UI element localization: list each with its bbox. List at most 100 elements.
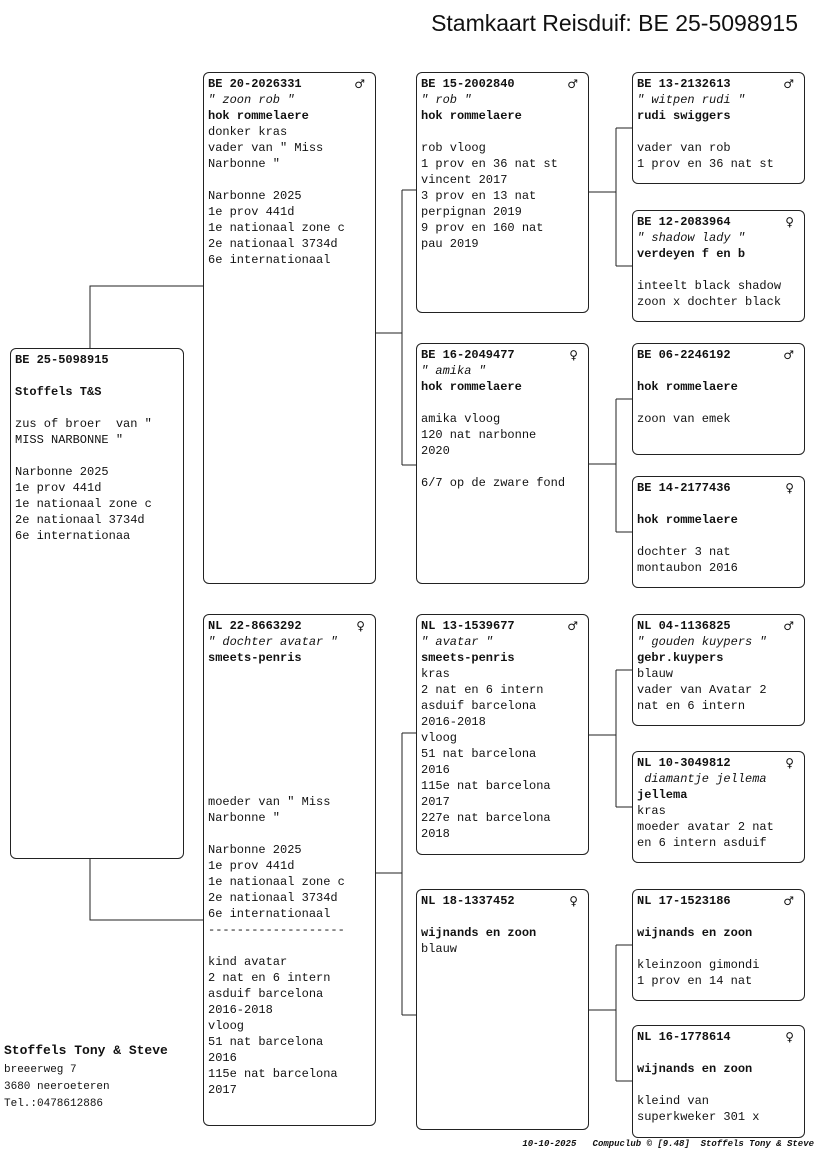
pigeon-card: BE 13-2132613 ♂ " witpen rudi " rudi swigge… — [632, 72, 805, 184]
pigeon-info-line: " witpen rudi " — [637, 93, 746, 107]
ring-number: BE 25-5098915 — [15, 353, 109, 367]
pigeon-info-line: gebr.kuypers — [637, 651, 724, 665]
pigeon-info-line: superkweker 301 x — [637, 1110, 760, 1124]
pigeon-info-line: ------------------- — [208, 923, 345, 937]
pigeon-info-line — [421, 459, 584, 475]
pigeon-info-line: amika vloog — [421, 412, 501, 426]
pigeon-info-line — [208, 698, 371, 714]
pigeon-info-line: Narbonne 2025 — [15, 465, 109, 479]
pigeon-info-line — [637, 941, 800, 957]
pigeon-info-line: 2e nationaal 3734d — [15, 513, 145, 527]
pigeon-info-line — [208, 778, 371, 794]
pigeon-info-line: 2018 — [421, 827, 450, 841]
pigeon-info-line: vincent 2017 — [421, 173, 508, 187]
pigeon-info-line: 6e internationaal — [208, 907, 331, 921]
pigeon-info-line — [208, 714, 371, 730]
female-icon: ♀ — [569, 894, 578, 908]
pigeon-info-line: hok rommelaere — [421, 380, 522, 394]
pigeon-info-line: rob vloog — [421, 141, 486, 155]
pigeon-info-line — [637, 909, 800, 925]
pigeon-info-line: rudi swiggers — [637, 109, 731, 123]
male-icon: ♂ — [783, 619, 794, 633]
footer: 10-10-2025 Compuclub © [9.48] Stoffels T… — [522, 1139, 814, 1149]
pigeon-info-line: vader van " Miss — [208, 141, 324, 155]
pigeon-info-line: " amika " — [421, 364, 486, 378]
pigeon-info-line: montaubon 2016 — [637, 561, 738, 575]
pigeon-info-line: hok rommelaere — [637, 380, 738, 394]
pigeon-info-line — [637, 496, 800, 512]
pigeon-info-line: vader van rob — [637, 141, 731, 155]
ring-number: BE 13-2132613 — [637, 77, 731, 91]
pigeon-info-line — [421, 124, 584, 140]
female-icon: ♀ — [785, 481, 794, 495]
pigeon-info-line: MISS NARBONNE " — [15, 433, 124, 447]
female-icon: ♀ — [785, 215, 794, 229]
pigeon-card: BE 12-2083964♀" shadow lady "verdeyen f … — [632, 210, 805, 322]
pigeon-info-line: Stoffels T&S — [15, 385, 102, 399]
pigeon-info-line: en 6 intern asduif — [637, 836, 767, 850]
ring-number: NL 16-1778614 — [637, 1030, 731, 1044]
pigeon-info-line — [637, 124, 800, 140]
pigeon-info-line — [208, 762, 371, 778]
ring-number: BE 12-2083964 — [637, 215, 731, 229]
male-icon: ♂ — [567, 77, 578, 91]
pigeon-card: NL 04-1136825♂" gouden kuypers "gebr.kuy… — [632, 614, 805, 726]
ring-number: NL 22-8663292 — [208, 619, 302, 633]
pigeon-info-line: 51 nat barcelona — [421, 747, 537, 761]
pigeon-info-line: 2016 — [208, 1051, 237, 1065]
pigeon-info-line: 115e nat barcelona — [208, 1067, 338, 1081]
page-title: Stamkaart Reisduif: BE 25-5098915 — [431, 10, 798, 36]
pigeon-info-line: perpignan 2019 — [421, 205, 522, 219]
pigeon-info-line — [637, 363, 800, 379]
pigeon-info-line — [637, 395, 800, 411]
pigeon-info-line: " dochter avatar " — [208, 635, 338, 649]
pigeon-info-line: verdeyen f en b — [637, 247, 746, 261]
pigeon-info-line — [208, 746, 371, 762]
pigeon-info-line: 2 nat en 6 intern — [208, 971, 331, 985]
pigeon-info-line: dochter 3 nat — [637, 545, 731, 559]
pigeon-info-line: 1e prov 441d — [15, 481, 102, 495]
pigeon-info-line — [637, 1045, 800, 1061]
pigeon-info-line: wijnands en zoon — [637, 1062, 753, 1076]
pigeon-info-line — [208, 682, 371, 698]
pigeon-info-line: 120 nat narbonne — [421, 428, 537, 442]
pigeon-info-line — [208, 938, 371, 954]
ring-number: NL 13-1539677 — [421, 619, 515, 633]
pigeon-info-line: 227e nat barcelona — [421, 811, 551, 825]
pigeon-info-line: " gouden kuypers " — [637, 635, 767, 649]
pigeon-info-line: 3 prov en 13 nat — [421, 189, 537, 203]
female-icon: ♀ — [569, 348, 578, 362]
pigeon-info-line: 6e internationaal — [208, 253, 331, 267]
pigeon-info-line: 6e internationaa — [15, 529, 131, 543]
pigeon-info-line: Narbonne 2025 — [208, 843, 302, 857]
pigeon-info-line: asduif barcelona — [208, 987, 324, 1001]
pigeon-info-line: hok rommelaere — [637, 513, 738, 527]
pigeon-info-line — [15, 368, 179, 384]
pigeon-info-line — [637, 528, 800, 544]
pigeon-info-line: 6/7 op de zware fond — [421, 476, 566, 490]
ring-number: BE 20-2026331 — [208, 77, 302, 91]
male-icon: ♂ — [783, 77, 794, 91]
pigeon-info-line: hok rommelaere — [421, 109, 522, 123]
pigeon-info-line: kras — [421, 667, 450, 681]
pigeon-info-line: 2017 — [421, 795, 450, 809]
pigeon-info-line — [208, 172, 371, 188]
male-icon: ♂ — [354, 77, 365, 91]
pigeon-info-line: 2017 — [208, 1083, 237, 1097]
pigeon-info-line: " avatar " — [421, 635, 494, 649]
pigeon-info-line: 1e nationaal zone c — [15, 497, 152, 511]
pigeon-info-line — [637, 262, 800, 278]
pigeon-info-line: vloog — [208, 1019, 245, 1033]
pigeon-info-line — [15, 400, 179, 416]
male-icon: ♂ — [567, 619, 578, 633]
pigeon-info-line: 2e nationaal 3734d — [208, 237, 338, 251]
